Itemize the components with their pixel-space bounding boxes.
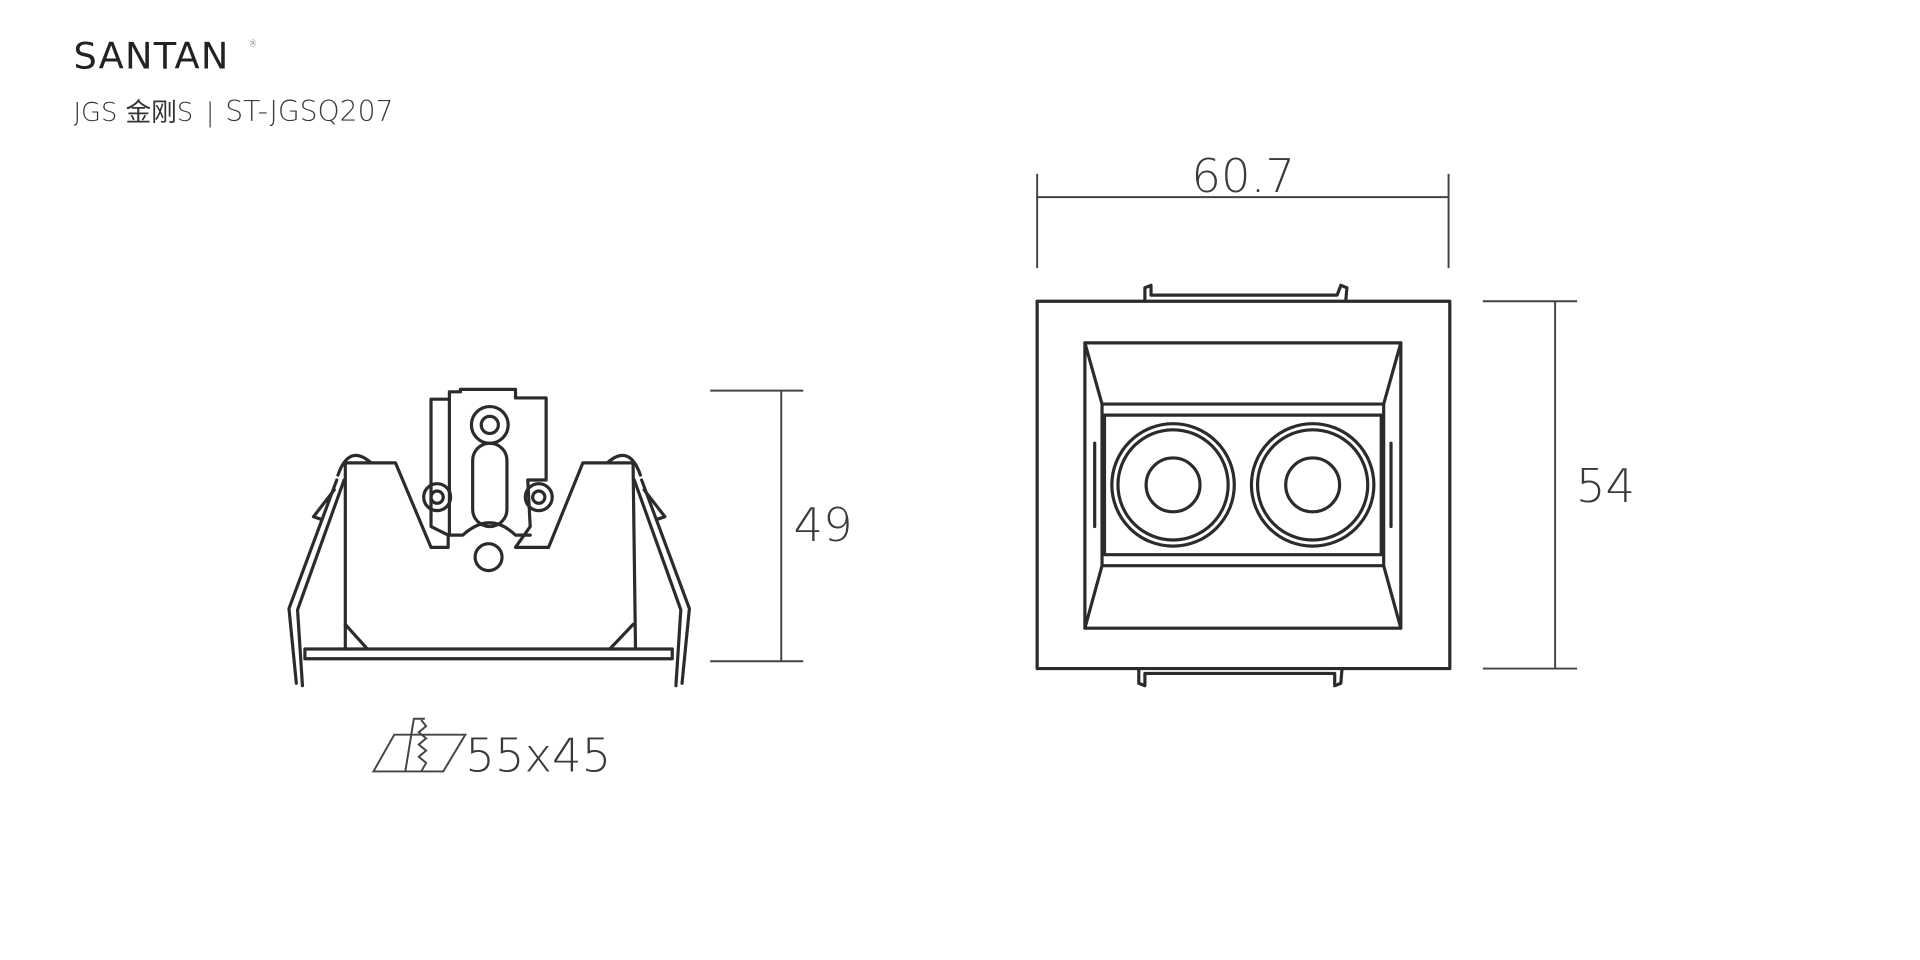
registered-mark: ®: [249, 40, 258, 50]
model-number: ST-JGSQ207: [225, 95, 393, 128]
height-label-49: 49: [793, 498, 852, 552]
cutout-label: 55x45: [465, 728, 611, 782]
brand-logo: SANTAN: [73, 35, 229, 78]
height-dimension-54: 54: [1482, 300, 1635, 670]
height-dimension-49: 49: [710, 389, 853, 663]
separator: |: [206, 98, 215, 128]
cutout-size: 55x45: [371, 717, 611, 782]
width-dimension-60-7: 60.7: [1036, 149, 1450, 269]
width-label-60-7: 60.7: [1191, 149, 1295, 203]
ceiling-cutout-icon: [371, 717, 468, 773]
front-view: [1035, 283, 1452, 688]
side-view: [287, 387, 691, 688]
series-logo: JGS 金刚S: [73, 98, 193, 128]
height-label-54: 54: [1576, 459, 1635, 513]
